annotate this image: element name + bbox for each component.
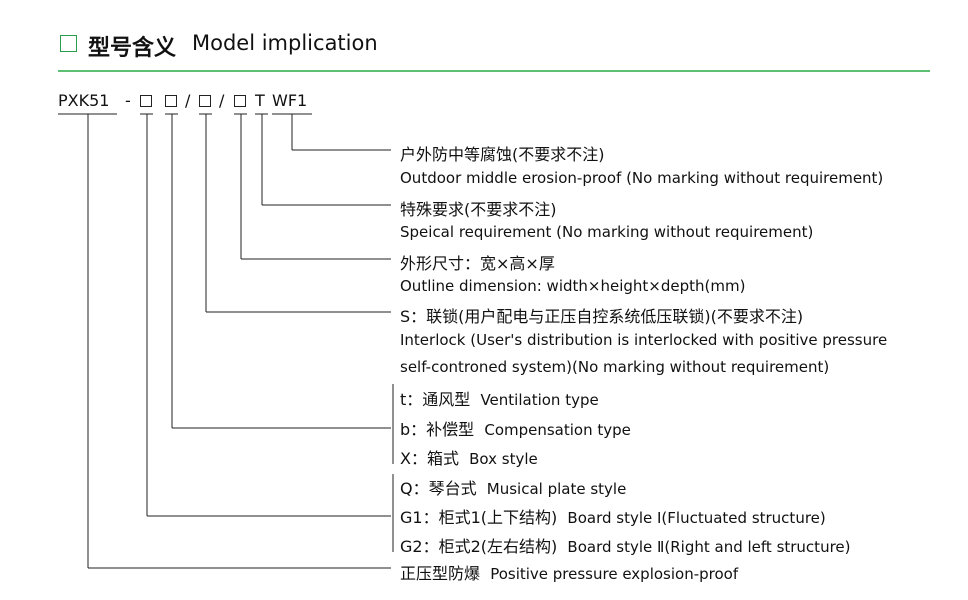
option-ventilation-en: Ventilation type: [480, 391, 599, 409]
code-t-letter: T: [255, 91, 265, 110]
item-dimension-cn: 外形尺寸：宽×高×厚: [400, 254, 555, 273]
option-box: X：箱式 Box style: [400, 445, 538, 469]
title-checkbox-icon: [60, 35, 77, 52]
item-interlock-cn: S：联锁(用户配电与正压自控系统低压联锁)(不要求不注): [400, 307, 804, 326]
page-title-english: Model implication: [192, 31, 378, 55]
item-outdoor-en: Outdoor middle erosion-proof (No marking…: [400, 169, 884, 187]
option-musical-plate-cn: Q：琴台式: [400, 479, 477, 498]
code-slash-1: /: [185, 91, 191, 110]
code-dash: -: [125, 91, 131, 110]
option-board-1-cn: G1：柜式1(上下结构): [400, 508, 558, 527]
item-interlock-en-line2: self-controned system)(No marking withou…: [400, 358, 830, 376]
model-prefix: PXK51: [58, 91, 110, 110]
option-compensation-cn: b：补偿型: [400, 420, 475, 439]
title-divider: [58, 70, 930, 72]
code-slash-2: /: [219, 91, 225, 110]
item-dimension-en: Outline dimension: width×height×depth(mm…: [400, 277, 746, 295]
option-musical-plate-en: Musical plate style: [486, 480, 627, 498]
option-board-2-cn: G2：柜式2(左右结构): [400, 537, 558, 556]
option-board-2-en: Board style Ⅱ(Right and left structure): [567, 538, 851, 556]
option-ventilation-cn: t：通风型: [400, 390, 471, 409]
option-compensation-en: Compensation type: [484, 421, 631, 439]
placeholder-box-2-icon: [165, 95, 177, 107]
placeholder-box-3-icon: [199, 95, 211, 107]
item-interlock-en-line1: Interlock (User's distribution is interl…: [400, 331, 888, 349]
page-title-chinese: 型号含义: [88, 36, 177, 61]
item-explosion-proof-en: Positive pressure explosion-proof: [490, 565, 739, 583]
item-special-en: Speical requirement (No marking without …: [400, 223, 814, 241]
option-box-cn: X：箱式: [400, 449, 459, 468]
item-special-cn: 特殊要求(不要求不注): [400, 200, 557, 219]
placeholder-box-1-icon: [140, 95, 152, 107]
placeholder-box-4-icon: [234, 95, 246, 107]
item-explosion-proof-cn: 正压型防爆: [400, 564, 481, 583]
option-musical-plate: Q：琴台式 Musical plate style: [400, 475, 626, 499]
option-ventilation: t：通风型 Ventilation type: [400, 386, 599, 410]
item-explosion-proof: 正压型防爆 Positive pressure explosion-proof: [400, 560, 738, 584]
option-board-1: G1：柜式1(上下结构) Board style Ⅰ(Fluctuated st…: [400, 504, 826, 528]
option-compensation: b：补偿型 Compensation type: [400, 416, 631, 440]
item-outdoor-cn: 户外防中等腐蚀(不要求不注): [400, 145, 605, 164]
code-suffix: WF1: [272, 91, 308, 110]
option-board-2: G2：柜式2(左右结构) Board style Ⅱ(Right and lef…: [400, 533, 851, 557]
option-box-en: Box style: [469, 450, 538, 468]
option-board-1-en: Board style Ⅰ(Fluctuated structure): [567, 509, 826, 527]
